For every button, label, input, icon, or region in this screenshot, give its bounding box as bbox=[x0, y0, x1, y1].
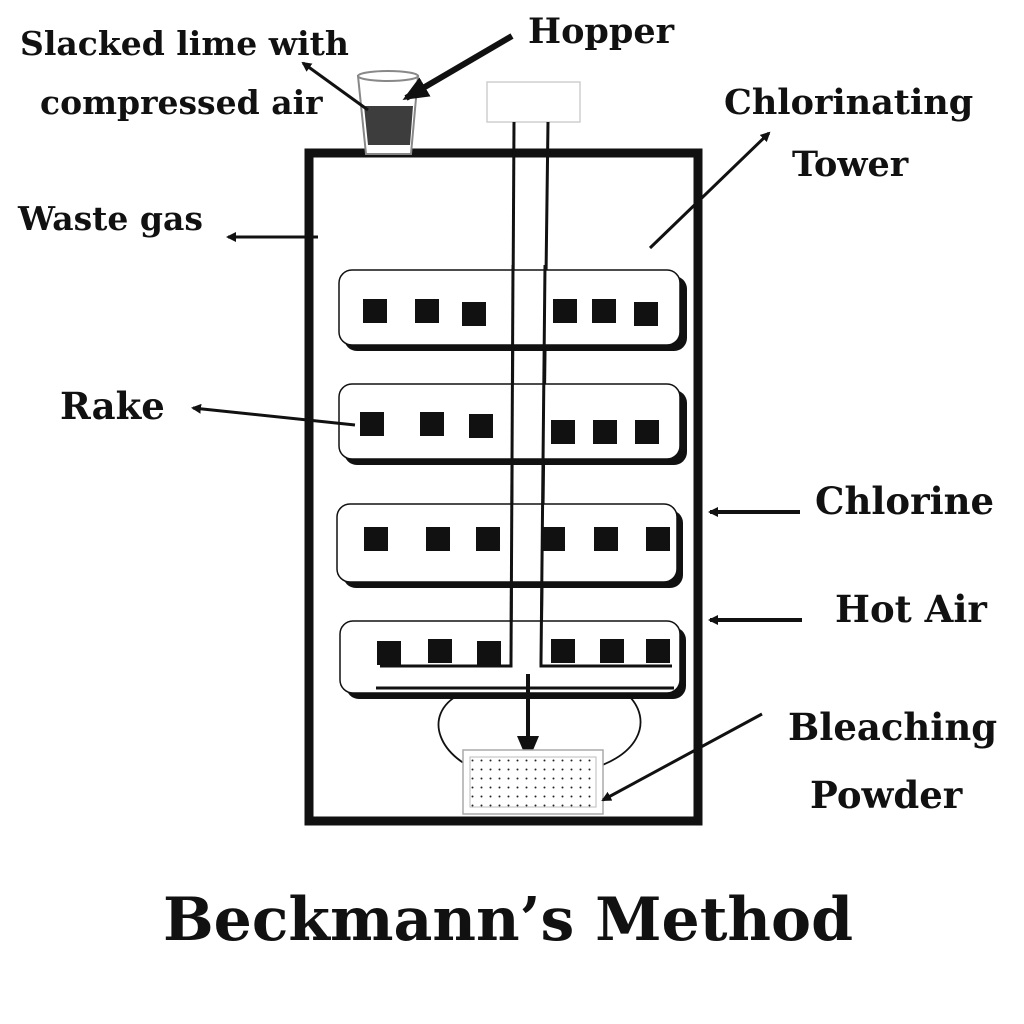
label-chlorine: Chlorine bbox=[815, 479, 994, 523]
label-bleaching: Bleaching bbox=[788, 705, 997, 749]
slaked-lime-arrow bbox=[301, 61, 369, 112]
label-slaked-lime-1: Slacked lime with bbox=[20, 24, 349, 63]
tower-arrow bbox=[648, 131, 771, 250]
chlorinating-tower bbox=[304, 148, 703, 826]
shaft-overlay bbox=[509, 264, 547, 663]
diagram-title: Beckmann’s Method bbox=[163, 885, 853, 955]
label-hopper: Hopper bbox=[528, 11, 675, 52]
bleaching-powder-arrow bbox=[601, 712, 763, 802]
label-hot-air: Hot Air bbox=[835, 587, 987, 631]
label-slaked-lime-2: compressed air bbox=[40, 83, 323, 122]
label-powder: Powder bbox=[810, 773, 963, 817]
label-chlorinating: Chlorinating bbox=[724, 82, 973, 123]
rake-arrow bbox=[191, 403, 356, 427]
slaked-lime-glass bbox=[356, 70, 420, 155]
hopper bbox=[486, 81, 581, 123]
hopper-arrow bbox=[402, 33, 514, 101]
bleaching-powder-tray bbox=[462, 749, 604, 815]
shelf-1 bbox=[338, 269, 687, 351]
label-waste-gas: Waste gas bbox=[17, 199, 203, 238]
rake-blocks-row-4 bbox=[377, 639, 670, 665]
bottom-rails bbox=[376, 660, 674, 690]
label-tower: Tower bbox=[792, 144, 909, 185]
rake-blocks-row-1 bbox=[363, 299, 658, 326]
label-rake: Rake bbox=[60, 384, 165, 428]
rake-blocks-row-3 bbox=[364, 527, 670, 551]
rake-blocks-row-2 bbox=[360, 412, 659, 444]
